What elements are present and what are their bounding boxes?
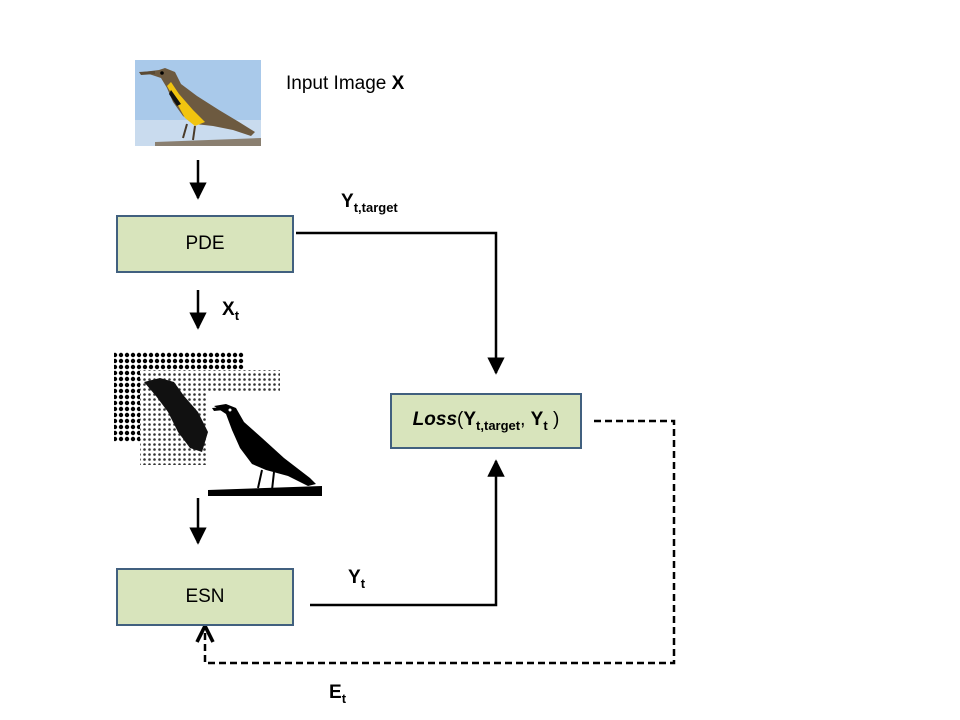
y-target-sub: t,target	[353, 200, 398, 215]
y-target-main: Y	[341, 191, 354, 212]
arrow-pde-to-loss	[296, 231, 505, 375]
arrow-loss-feedback	[205, 419, 676, 665]
e-t-sub: t	[341, 691, 347, 706]
y-t-main: Y	[348, 567, 361, 588]
esn-label: ESN	[185, 586, 225, 607]
loss-expression: Loss(Yt,target, Yt )	[412, 409, 560, 433]
loss-arg1-sub: t,target	[476, 418, 521, 433]
pde-feature-images	[114, 352, 322, 496]
input-image-text: Input Image	[286, 73, 387, 94]
input-image-var: X	[391, 73, 405, 94]
loss-fn: Loss	[412, 409, 458, 430]
input-bird-image	[135, 60, 261, 146]
input-image-label: Input Image X	[286, 73, 404, 95]
x-t-label: Xt	[222, 300, 239, 322]
loss-box: Loss(Yt,target, Yt )	[390, 393, 582, 449]
x-t-main: X	[222, 299, 235, 320]
esn-box: ESN	[116, 568, 294, 626]
e-t-main: E	[329, 682, 342, 703]
pde-label: PDE	[185, 233, 225, 254]
x-t-sub: t	[234, 308, 240, 323]
loss-arg1-main: Y	[463, 409, 477, 430]
e-t-label: Et	[329, 683, 346, 705]
loss-arg2-main: Y	[530, 409, 544, 430]
loss-arg2-sub: t	[543, 418, 548, 433]
y-target-label: Yt,target	[341, 192, 398, 214]
y-t-sub: t	[360, 576, 366, 591]
pde-box: PDE	[116, 215, 294, 273]
arrow-esn-to-loss	[310, 459, 505, 607]
y-t-label: Yt	[348, 568, 365, 590]
